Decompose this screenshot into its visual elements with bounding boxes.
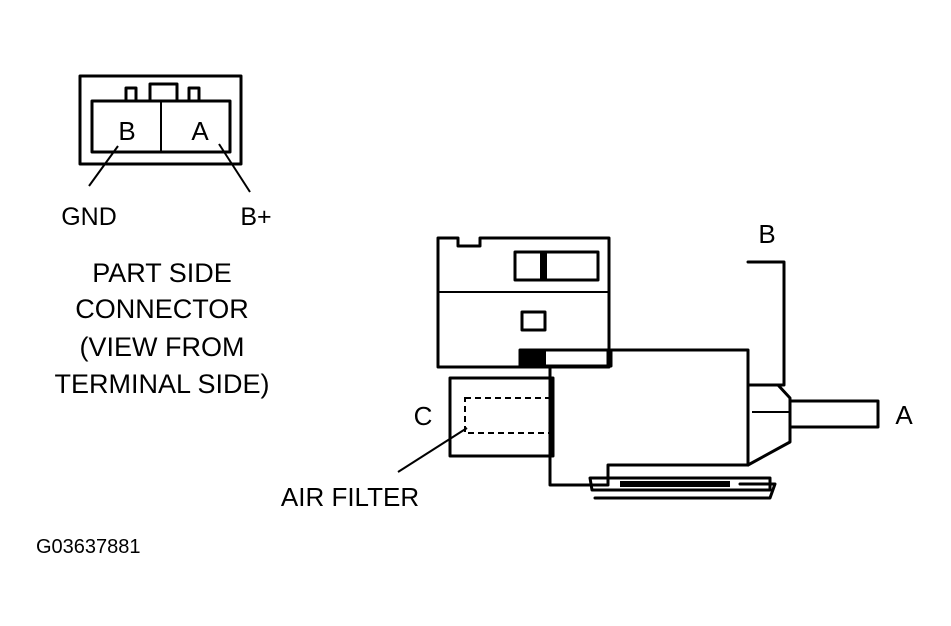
air-filter-leader-line — [397, 427, 468, 473]
port-b-label: B — [758, 219, 775, 249]
air-filter-element — [464, 397, 553, 434]
solenoid-body — [544, 348, 750, 487]
terminal-a-letter: A — [191, 116, 209, 146]
part-side-connector: B A GND B+ PART SIDE CONNECTOR (VIEW FRO… — [54, 74, 272, 399]
port-c-label: C — [414, 401, 433, 431]
solenoid-connector-head — [436, 236, 611, 369]
connector-caption-line-2: CONNECTOR — [75, 294, 249, 324]
connector-latch — [124, 82, 201, 103]
gnd-leader-line — [88, 145, 119, 187]
port-a-label: A — [895, 400, 913, 430]
air-filter-label: AIR FILTER — [281, 482, 419, 512]
solenoid-connector-square — [520, 310, 547, 332]
port-b-tube — [746, 260, 786, 387]
solenoid-latch-bar — [541, 252, 547, 280]
solenoid-connector-base-fill — [520, 350, 546, 367]
mounting-bracket-slot — [620, 481, 730, 487]
figure-id: G03637881 — [36, 536, 141, 558]
mounting-bracket — [588, 476, 772, 492]
port-c-housing — [448, 376, 555, 458]
solenoid-latch-window — [513, 250, 600, 282]
connector-housing — [78, 74, 243, 166]
bplus-label: B+ — [240, 203, 271, 231]
terminal-b-letter: B — [118, 116, 135, 146]
port-a-tube — [788, 399, 880, 429]
connector-caption-line-1: PART SIDE — [92, 258, 232, 288]
connector-caption-line-3: (VIEW FROM — [80, 332, 245, 362]
port-collar — [746, 383, 792, 467]
connector-cavity — [90, 99, 232, 154]
bplus-leader-line — [218, 143, 251, 193]
gnd-label: GND — [61, 203, 117, 231]
vacuum-solenoid: B A C AIR FILTER — [281, 219, 913, 512]
mounting-bracket-lip — [593, 482, 777, 500]
connector-caption-line-4: TERMINAL SIDE) — [54, 369, 269, 399]
